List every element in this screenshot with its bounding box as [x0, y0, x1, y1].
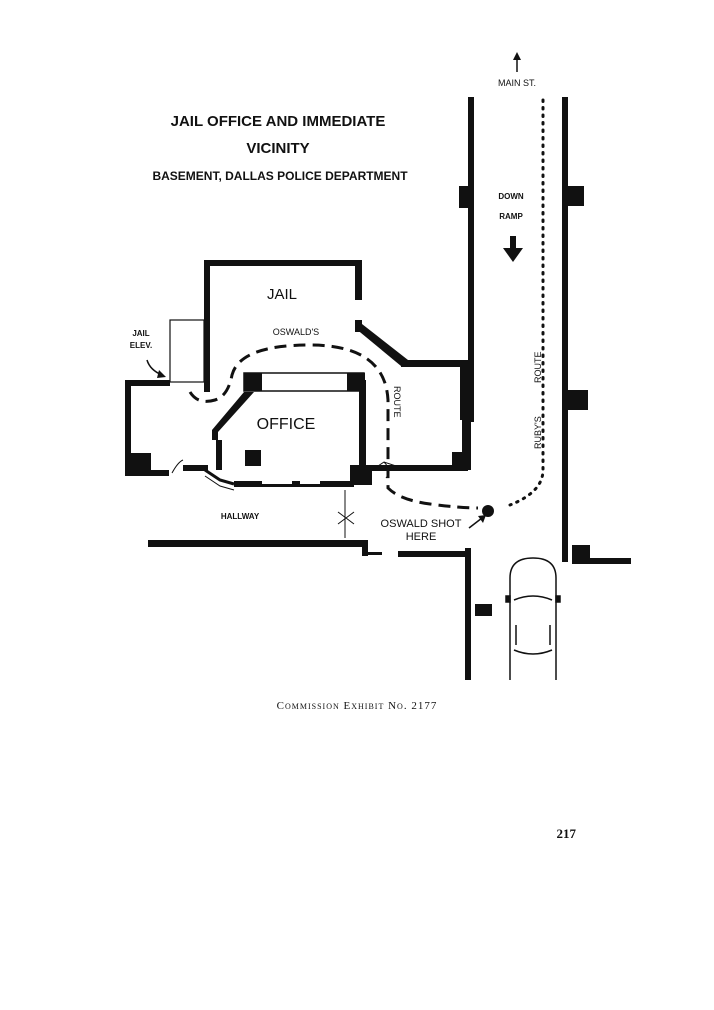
oswalds-route-line: [188, 343, 479, 510]
ramp-label: RAMP: [499, 212, 523, 221]
page-number: 217: [556, 826, 577, 841]
down-arrow-icon: [503, 236, 523, 262]
office-label: OFFICE: [257, 416, 316, 433]
north-arrow-icon: [513, 52, 521, 72]
jail-elevator: [169, 319, 205, 383]
car-icon: [505, 557, 561, 680]
rubys-label: RUBY'S: [533, 416, 543, 449]
rubys-route-label: ROUTE: [533, 352, 543, 384]
hallway-label: HALLWAY: [221, 512, 260, 521]
jail-label: JAIL: [267, 286, 297, 303]
oswald-shot-label-2: HERE: [406, 531, 437, 543]
right-room-walls: [372, 360, 471, 471]
oswald-shot-label-1: OSWALD SHOT: [381, 518, 462, 530]
ramp-walls: [459, 97, 631, 680]
rubys-route-line: [508, 98, 545, 507]
shot-location-marker: [468, 505, 494, 529]
main-street-label: MAIN ST.: [498, 78, 536, 88]
left-area-walls: [125, 380, 210, 476]
diagram-title-line1: JAIL OFFICE AND IMMEDIATE: [171, 113, 386, 130]
diagram-subtitle: BASEMENT, DALLAS POLICE DEPARTMENT: [152, 169, 408, 183]
jail-elev-label-2: ELEV.: [130, 341, 152, 350]
elevator-arrow-icon: [146, 359, 166, 378]
down-label: DOWN: [498, 192, 524, 201]
office-walls: [204, 372, 372, 491]
jail-elev-label-1: JAIL: [132, 329, 149, 338]
hallway-walls: [148, 540, 470, 557]
diagram-title-line2: VICINITY: [246, 140, 309, 157]
exhibit-caption: Commission Exhibit No. 2177: [276, 700, 438, 712]
oswalds-label: OSWALD'S: [273, 327, 319, 337]
oswalds-route-label: ROUTE: [392, 386, 402, 418]
jail-walls: [204, 260, 471, 388]
